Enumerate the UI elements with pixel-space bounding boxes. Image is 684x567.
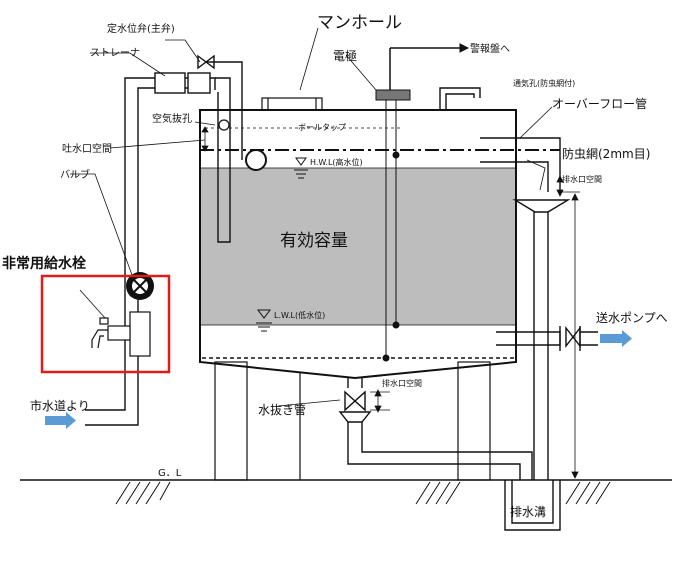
label-gl: G．L — [158, 468, 182, 479]
water-body — [200, 168, 516, 325]
lwl-symbol — [256, 309, 272, 332]
emergency-hydrant — [91, 311, 151, 357]
hwl-symbol — [294, 157, 308, 179]
drain-ditch — [504, 480, 561, 531]
vent-pipe — [439, 87, 481, 110]
label-electrode: 電極 — [333, 48, 357, 63]
supply-pipe — [85, 54, 231, 426]
water-tank — [199, 109, 560, 380]
label-alarm: 警報盤へ — [470, 42, 510, 55]
label-vent: 通気孔(防虫網付) — [513, 78, 575, 88]
label-drain-pipe: 水抜き管 — [258, 402, 306, 417]
leader-lines — [70, 27, 553, 407]
ground — [20, 479, 672, 505]
tank-outline — [199, 109, 517, 380]
drain-pipe — [338, 378, 533, 480]
from-city-arrow — [45, 412, 76, 429]
label-drain-space-1: 排水口空間 — [562, 174, 602, 184]
label-air-hole: 空気抜孔 — [152, 112, 192, 125]
air-hole — [218, 119, 230, 131]
label-effective-volume: 有効容量 — [280, 231, 348, 251]
label-from-city: 市水道より — [30, 398, 90, 413]
label-overflow: オーバーフロー管 — [552, 96, 647, 111]
outlet-space-dimension — [201, 126, 209, 152]
outlet-pipe — [496, 325, 598, 351]
overflow-pipe — [480, 137, 571, 480]
label-manhole: マンホール — [317, 13, 402, 33]
drain-space-dimension-right — [556, 175, 590, 481]
tank-supports — [214, 361, 491, 481]
label-drain-space-2: 排水口空間 — [382, 378, 422, 388]
emergency-highlight-box — [40, 274, 171, 374]
labels: マンホール 定水位弁(主弁) ストレーナ 警報盤へ 電極 通気孔(防虫網付) オ… — [2, 13, 668, 519]
label-drain-ditch: 排水溝 — [510, 505, 546, 519]
label-outlet-space: 吐水口空間 — [62, 142, 112, 155]
label-fixed-valve: 定水位弁(主弁) — [107, 22, 175, 35]
label-valve: バルブ — [60, 168, 90, 181]
label-emergency-hydrant: 非常用給水栓 — [2, 255, 86, 272]
label-ball-tap: ボールタップ — [298, 123, 346, 132]
ball-tap — [206, 61, 267, 171]
label-lwl: L.W.L(低水位) — [274, 310, 325, 320]
electrode — [375, 43, 470, 362]
label-strainer: ストレーナ — [90, 47, 140, 59]
label-hwl: H.W.L(高水位) — [310, 157, 363, 167]
label-to-pump: 送水ポンプへ — [596, 310, 668, 325]
manhole — [261, 97, 323, 111]
drain-space-dimension-bottom — [370, 389, 390, 413]
to-pump-arrow — [600, 330, 632, 347]
supply-valve — [126, 272, 154, 300]
label-insect-net: 防虫網(2mm目) — [562, 146, 650, 161]
